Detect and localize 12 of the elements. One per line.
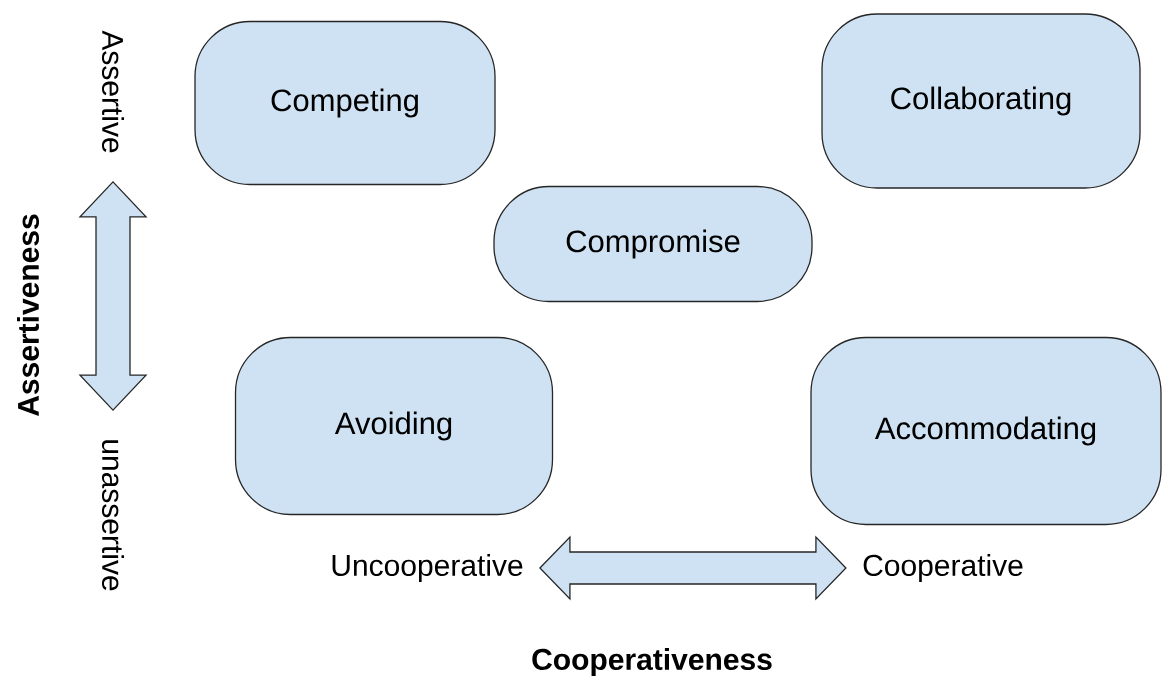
axis-end-text: Cooperative xyxy=(863,554,1023,582)
axis-end-text: Uncooperative xyxy=(332,554,523,582)
rounded-box: Collaborating xyxy=(821,13,1141,189)
axis-title: Cooperativeness xyxy=(532,648,772,676)
rounded-box: Accommodating xyxy=(810,336,1162,526)
axis-title: Assertiveness xyxy=(17,214,39,416)
block-arrow xyxy=(539,535,847,601)
rounded-box: Compromise xyxy=(493,185,813,303)
rounded-box: Competing xyxy=(194,20,496,186)
axis-end-text: Assertive xyxy=(102,30,124,153)
rounded-box: Avoiding xyxy=(234,336,554,516)
axis-end-text: unassertive xyxy=(102,440,124,591)
